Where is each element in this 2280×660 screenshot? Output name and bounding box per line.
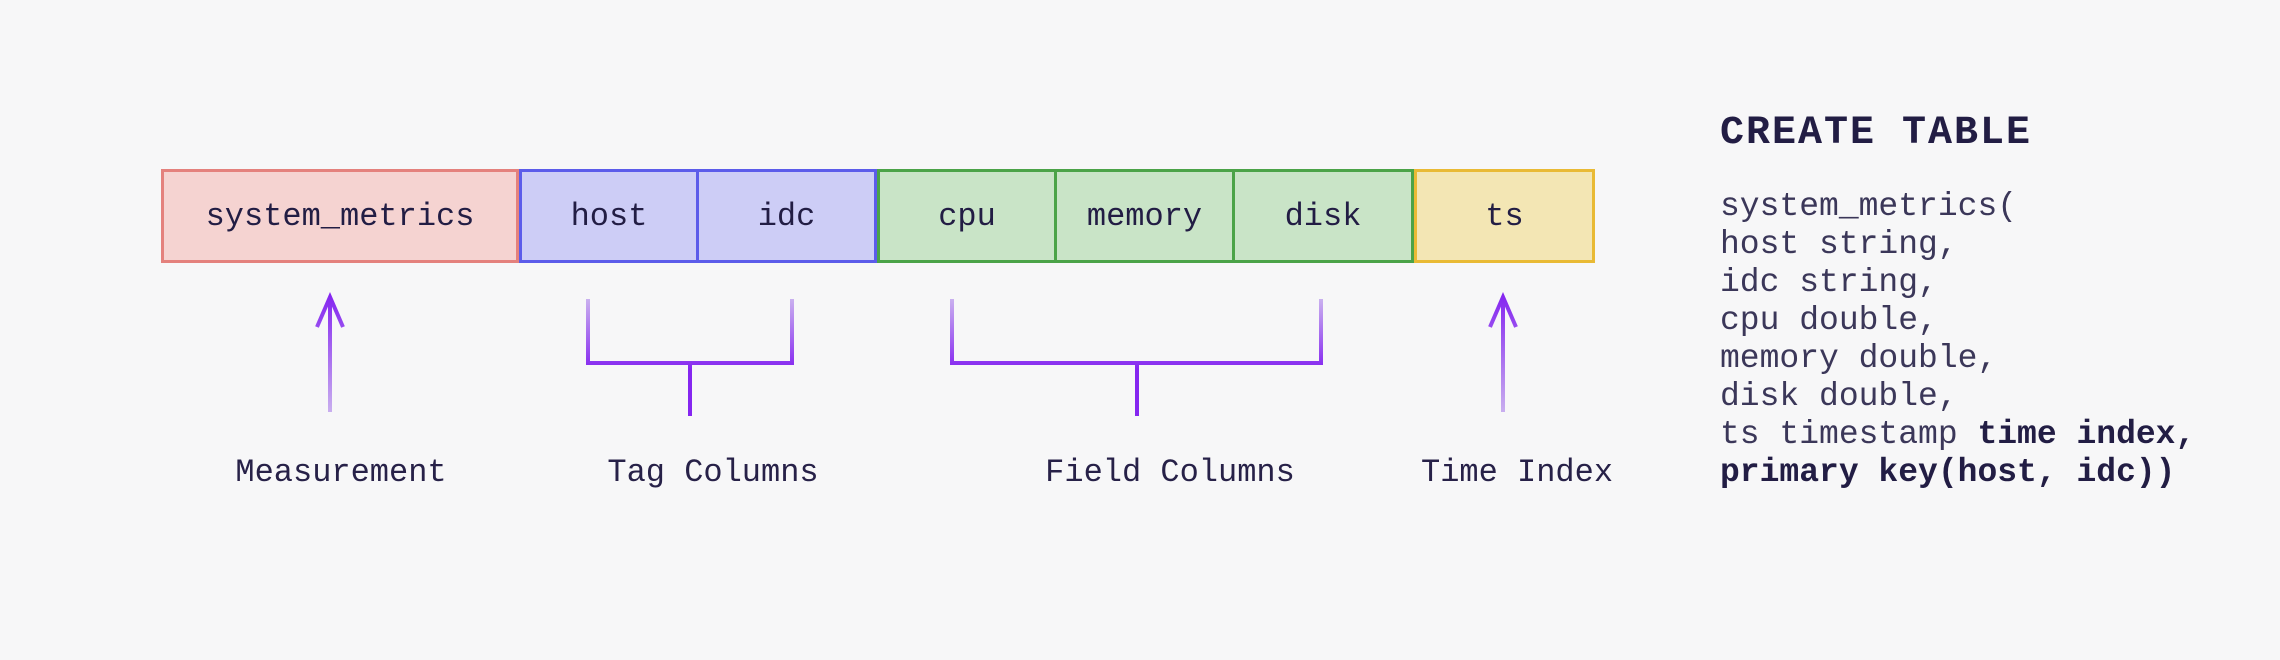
box-system-metrics: system_metrics — [161, 169, 519, 263]
label-time-index: Time Index — [1420, 454, 1614, 491]
tag-columns-bracket-icon — [586, 299, 794, 416]
box-ts: ts — [1414, 169, 1595, 263]
box-host: host — [519, 169, 699, 263]
label-tag-columns: Tag Columns — [607, 454, 819, 491]
field-columns-bracket-icon — [950, 299, 1323, 416]
sql-heading: CREATE TABLE — [1720, 111, 2033, 156]
sql-line-3: idc string, — [1720, 264, 1938, 301]
box-memory: memory — [1054, 169, 1235, 263]
sql-line-6: disk double, — [1720, 378, 1958, 415]
sql-line-4: cpu double, — [1720, 302, 1938, 339]
sql-line-8: primary key(host, idc)) — [1720, 454, 2176, 491]
box-cpu: cpu — [877, 169, 1057, 263]
time-index-arrow-icon — [1488, 291, 1518, 412]
box-disk: disk — [1232, 169, 1414, 263]
sql-line-1: system_metrics( — [1720, 188, 2018, 225]
sql-statement: system_metrics(host string,idc string,cp… — [1720, 188, 2195, 492]
label-field-columns: Field Columns — [1045, 454, 1295, 491]
sql-line-2: host string, — [1720, 226, 1958, 263]
sql-line-5: memory double, — [1720, 340, 1998, 377]
sql-line-7: ts timestamp time index, — [1720, 416, 2196, 453]
measurement-arrow-icon — [315, 291, 345, 412]
label-measurement: Measurement — [235, 454, 447, 491]
box-idc: idc — [696, 169, 877, 263]
sql-panel: CREATE TABLE system_metrics(host string,… — [1720, 112, 2195, 492]
